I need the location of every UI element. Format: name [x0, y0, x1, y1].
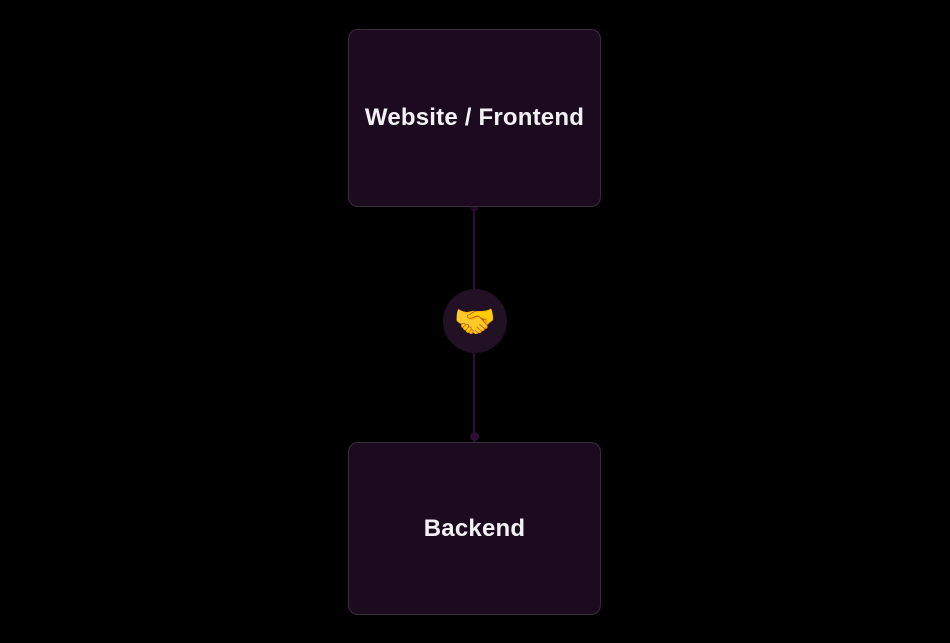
- node-website-frontend[interactable]: Website / Frontend: [348, 29, 601, 207]
- node-backend-label: Backend: [423, 514, 526, 542]
- edge-handshake-badge: 🤝: [443, 289, 507, 353]
- node-website-frontend-label: Website / Frontend: [364, 104, 585, 131]
- node-backend[interactable]: Backend: [348, 442, 601, 615]
- backend-top-handle: [470, 432, 479, 441]
- handshake-icon: 🤝: [453, 303, 497, 341]
